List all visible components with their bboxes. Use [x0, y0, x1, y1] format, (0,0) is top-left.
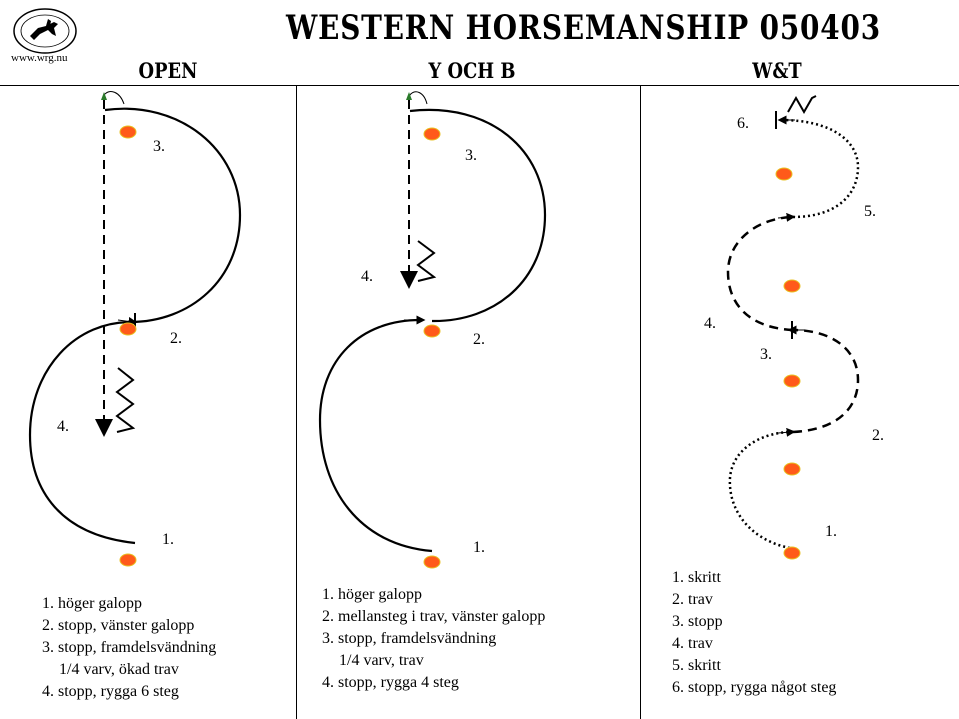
yb-label-4: 4. [361, 268, 373, 285]
heading-y-och-b: Y OCH B [428, 58, 516, 83]
wt-step-3: 3. stopp [672, 613, 723, 630]
open-turn-arc [103, 91, 125, 105]
yb-turn-arrow [406, 92, 412, 100]
wt-step-6: 6. stopp, rygga något steg [672, 679, 837, 696]
open-step-1: 1. höger galopp [42, 595, 142, 612]
wt-step-4: 4. trav [672, 635, 713, 652]
open-label-3: 3. [153, 138, 165, 155]
wt-cone-3 [783, 374, 801, 388]
open-step-3: 3. stopp, framdelsvändning [42, 639, 217, 656]
wt-steps: 1. skritt 2. trav 3. stopp 4. trav 5. sk… [672, 567, 836, 699]
open-step-4: 4. stopp, rygga 6 steg [42, 683, 179, 700]
club-logo [13, 8, 77, 54]
wt-walk-1 [728, 430, 794, 550]
wt-label-1: 1. [825, 523, 837, 540]
open-left-lead-circle [104, 107, 242, 324]
open-cone-3 [119, 125, 137, 139]
yb-label-3: 3. [465, 147, 477, 164]
open-cone-2 [119, 322, 137, 336]
wt-label-5: 5. [864, 203, 876, 220]
yb-step-3-cont: 1/4 varv, trav [339, 652, 424, 669]
wt-step-1: 1. skritt [672, 569, 721, 586]
yb-left-lead-circle [409, 108, 547, 323]
yb-cone-2 [423, 324, 441, 338]
wt-cone-4 [783, 279, 801, 293]
page-title: WESTERN HORSEMANSHIP 050403 [286, 8, 881, 48]
open-label-2: 2. [170, 330, 182, 347]
yb-label-1: 1. [473, 539, 485, 556]
wt-backup-zigzag [787, 95, 817, 115]
youth-pattern [318, 91, 547, 569]
open-zigzag [115, 367, 136, 433]
wt-arrow-1 [777, 427, 796, 437]
open-step-3-cont: 1/4 varv, ökad trav [59, 661, 179, 678]
yb-cone-3 [423, 127, 441, 141]
yb-step-1: 1. höger galopp [322, 586, 422, 603]
wt-label-6: 6. [737, 115, 749, 132]
open-step-2: 2. stopp, vänster galopp [42, 617, 195, 634]
open-turn-arrow [101, 92, 107, 100]
heading-w-and-t: W&T [752, 58, 802, 83]
open-steps: 1. höger galopp 2. stopp, vänster galopp… [42, 593, 216, 703]
wt-step-2: 2. trav [672, 591, 713, 608]
yb-turn-arc [408, 91, 428, 105]
wt-trot-4 [726, 215, 794, 332]
wt-label-4: 4. [704, 315, 716, 332]
open-direction-arrow [117, 316, 138, 326]
open-label-1: 1. [162, 531, 174, 548]
wt-cone-2 [783, 462, 801, 476]
column-divider-1 [296, 85, 297, 719]
wt-walk-5 [780, 118, 860, 219]
yb-steps: 1. höger galopp 2. mellansteg i trav, vä… [322, 584, 545, 694]
open-label-4: 4. [57, 418, 69, 435]
wt-arrow-3 [777, 212, 796, 222]
open-right-lead-circle [28, 320, 136, 545]
wt-label-3: 3. [760, 346, 772, 363]
wt-step-5: 5. skritt [672, 657, 721, 674]
yb-right-lead-circle [318, 318, 433, 553]
yb-label-2: 2. [473, 331, 485, 348]
wt-cone-5 [775, 167, 793, 181]
wt-trot-2 [792, 328, 860, 434]
walk-trot-pattern [726, 95, 860, 560]
open-pattern [28, 91, 242, 567]
yb-step-4: 4. stopp, rygga 4 steg [322, 674, 459, 691]
logo-url: www.wrg.nu [11, 52, 68, 64]
yb-step-2: 2. mellansteg i trav, vänster galopp [322, 608, 546, 625]
open-cone-1 [119, 553, 137, 567]
column-divider-2 [640, 85, 641, 719]
yb-step-3: 3. stopp, framdelsvändning [322, 630, 497, 647]
wt-label-2: 2. [872, 427, 884, 444]
wt-cone-1 [783, 546, 801, 560]
header-divider [0, 85, 959, 86]
yb-zigzag [416, 240, 437, 282]
heading-open: OPEN [138, 58, 198, 83]
yb-cone-1 [423, 555, 441, 569]
